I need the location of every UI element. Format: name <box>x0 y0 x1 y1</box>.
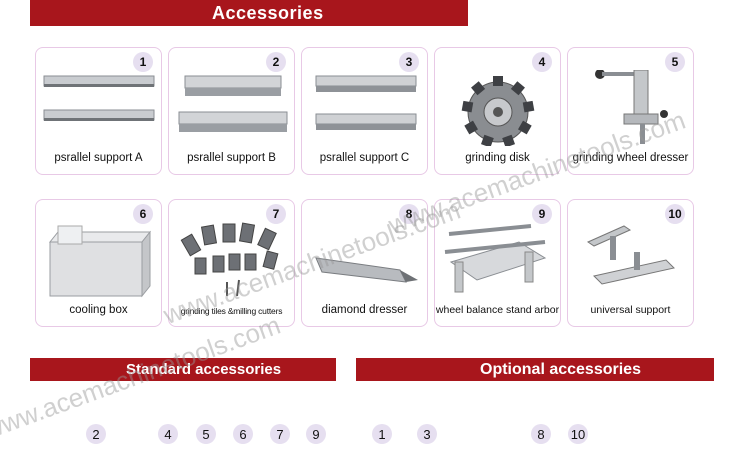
card-number-badge: 4 <box>532 52 552 72</box>
optional-accessories-title: Optional accessories <box>480 360 641 378</box>
accessories-banner: Accessories <box>30 0 468 26</box>
card-number-badge: 3 <box>399 52 419 72</box>
card-number-badge: 5 <box>665 52 685 72</box>
card-label: wheel balance stand arbor <box>435 304 560 316</box>
accessory-card-6: 6 cooling box <box>35 199 162 327</box>
optional-item-number: 1 <box>372 424 392 444</box>
optional-item-number: 8 <box>531 424 551 444</box>
card-label: psrallel support B <box>187 152 276 164</box>
card-number-badge: 10 <box>665 204 685 224</box>
parallel-support-c-image <box>315 75 417 130</box>
card-label: grinding wheel dresser <box>572 152 689 164</box>
card-label: cooling box <box>69 304 128 316</box>
parallel-support-b-image <box>178 75 288 132</box>
card-number-badge: 9 <box>532 204 552 224</box>
standard-item-number: 6 <box>233 424 253 444</box>
grinding-wheel-dresser-image <box>595 70 668 144</box>
grinding-tiles-image <box>180 222 279 297</box>
accessory-card-3: 3 psrallel support C <box>301 47 428 175</box>
cooling-box-image <box>48 225 152 298</box>
card-number-badge: 7 <box>266 204 286 224</box>
wheel-balance-stand-image <box>444 224 547 293</box>
card-number-badge: 6 <box>133 204 153 224</box>
card-label: grinding disk <box>465 152 530 164</box>
standard-item-number: 7 <box>270 424 290 444</box>
standard-item-number: 5 <box>196 424 216 444</box>
page-title: Accessories <box>212 2 324 23</box>
accessory-card-9: 9 wheel balance stand arbor <box>434 199 561 327</box>
card-label: grinding tiles &milling cutters <box>180 306 283 316</box>
accessory-card-10: 10 universal support <box>567 199 694 327</box>
standard-item-number: 9 <box>306 424 326 444</box>
diamond-dresser-image <box>315 257 418 283</box>
standard-item-number: 2 <box>86 424 106 444</box>
card-label: psrallel support C <box>319 152 410 164</box>
optional-item-number: 10 <box>568 424 588 444</box>
universal-support-image <box>586 225 675 285</box>
grinding-disk-image <box>461 76 535 146</box>
accessory-card-5: 5 grinding wheel dresser <box>567 47 694 175</box>
accessory-card-2: 2 psrallel support B <box>168 47 295 175</box>
card-label: diamond dresser <box>321 304 408 316</box>
parallel-support-a-image <box>43 75 155 121</box>
optional-accessories-banner: Optional accessories <box>356 358 714 381</box>
accessory-card-1: 1 psrallel support A <box>35 47 162 175</box>
standard-item-number: 4 <box>158 424 178 444</box>
optional-item-number: 3 <box>417 424 437 444</box>
card-number-badge: 8 <box>399 204 419 224</box>
standard-accessories-banner: Standard accessories <box>30 358 336 381</box>
accessory-card-8: 8 diamond dresser <box>301 199 428 327</box>
card-number-badge: 2 <box>266 52 286 72</box>
accessory-card-7: 7 grinding tiles &milling cutters <box>168 199 295 327</box>
standard-accessories-title: Standard accessories <box>126 361 282 378</box>
card-number-badge: 1 <box>133 52 153 72</box>
accessory-card-4: 4 grinding disk <box>434 47 561 175</box>
card-label: universal support <box>590 304 671 316</box>
card-label: psrallel support A <box>54 152 143 164</box>
